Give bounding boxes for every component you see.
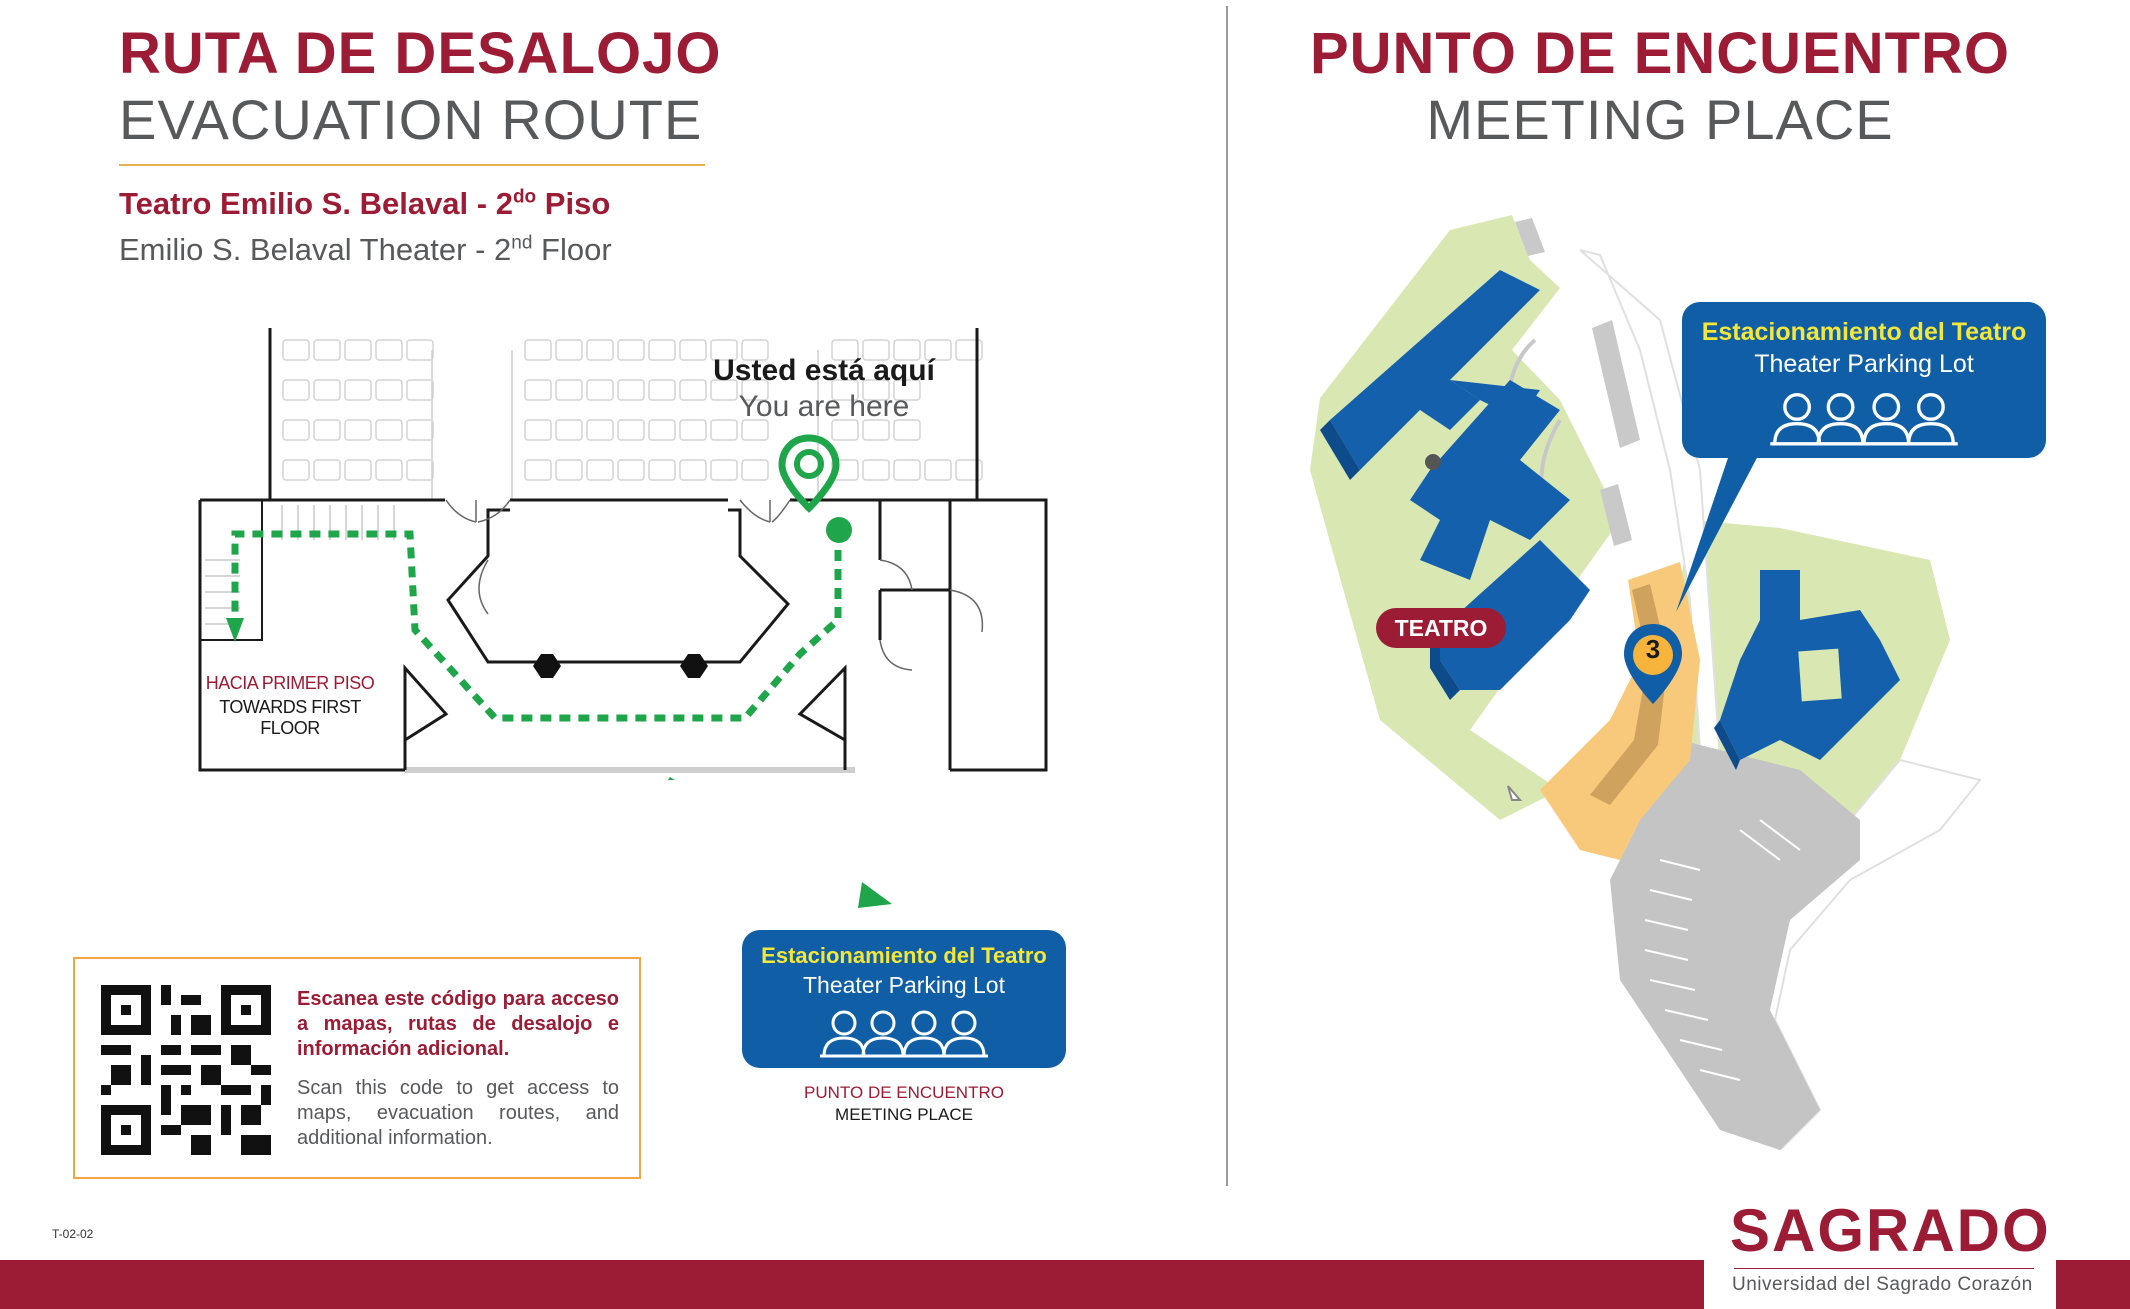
building-name-es: Teatro Emilio S. Belaval - 2do Piso [119, 186, 611, 221]
floor-plan [198, 328, 1048, 780]
logo: SAGRADO Universidad del Sagrado Corazón [1704, 1196, 2056, 1309]
right-title-en: MEETING PLACE [1426, 88, 1894, 151]
callout-right-title-es: Estacionamiento del Teatro [1701, 318, 2027, 346]
logo-rule [1734, 1268, 2034, 1269]
logo-name: SAGRADO [1730, 1197, 2051, 1264]
title-underline [119, 164, 705, 166]
stairs-label-es: HACIA PRIMER PISO [205, 673, 375, 693]
panel-divider [1226, 6, 1228, 1186]
walls [198, 328, 1048, 773]
parking-lines [1644, 819, 1801, 1081]
people-group-icon [1770, 393, 1958, 446]
meeting-callout-right: Estacionamiento del Teatro Theater Parki… [1682, 302, 2046, 458]
right-title-es: PUNTO DE ENCUENTRO [1309, 21, 2011, 86]
meeting-label-es: PUNTO DE ENCUENTRO [804, 1083, 1004, 1102]
evacuation-route [231, 530, 842, 780]
callout-tail [1676, 452, 1760, 612]
title-es: RUTA DE DESALOJO [119, 21, 722, 86]
location-pin-icon [778, 434, 852, 543]
qr-text-es: Escanea este código para acceso a mapas,… [297, 988, 619, 1060]
logo-tagline: Universidad del Sagrado Corazón [1732, 1274, 2033, 1295]
meeting-marker-number: 3 [1645, 634, 1661, 664]
north-arrow-icon [1507, 785, 1523, 801]
you-are-here-en: You are here [738, 390, 910, 423]
route-arrow-down-icon [226, 618, 244, 642]
seating-area [282, 339, 983, 481]
doors [445, 499, 984, 671]
building-courtyard [1798, 648, 1842, 702]
meeting-label-en: MEETING PLACE [835, 1105, 973, 1124]
parking-strips [1515, 218, 1640, 546]
qr-code-icon[interactable] [101, 985, 271, 1155]
stairs-label-en: TOWARDS FIRST FLOOR [219, 697, 361, 738]
callout-right-title-en: Theater Parking Lot [1754, 350, 1974, 378]
parking-lot [1610, 740, 1860, 1150]
callout-title-es: Estacionamiento del Teatro [761, 943, 1047, 968]
fountain [1425, 454, 1441, 470]
people-group-icon [820, 1010, 988, 1058]
campus-map [1310, 215, 1982, 1150]
doc-code: T-02-02 [52, 1227, 94, 1241]
columns [533, 654, 708, 678]
building-name-en: Emilio S. Belaval Theater - 2nd Floor [119, 232, 612, 267]
meeting-marker-pin-icon [1624, 624, 1682, 704]
qr-box: Escanea este código para acceso a mapas,… [73, 957, 641, 1179]
teatro-label: TEATRO [1376, 608, 1506, 648]
you-are-here-es: Usted está aquí [713, 354, 935, 387]
route-arrow-right-icon [858, 882, 892, 908]
callout-title-en: Theater Parking Lot [802, 972, 1005, 998]
qr-text-en: Scan this code to get access to maps, ev… [297, 1077, 619, 1149]
title-en: EVACUATION ROUTE [119, 88, 703, 151]
meeting-callout-left: Estacionamiento del Teatro Theater Parki… [742, 930, 1066, 1068]
